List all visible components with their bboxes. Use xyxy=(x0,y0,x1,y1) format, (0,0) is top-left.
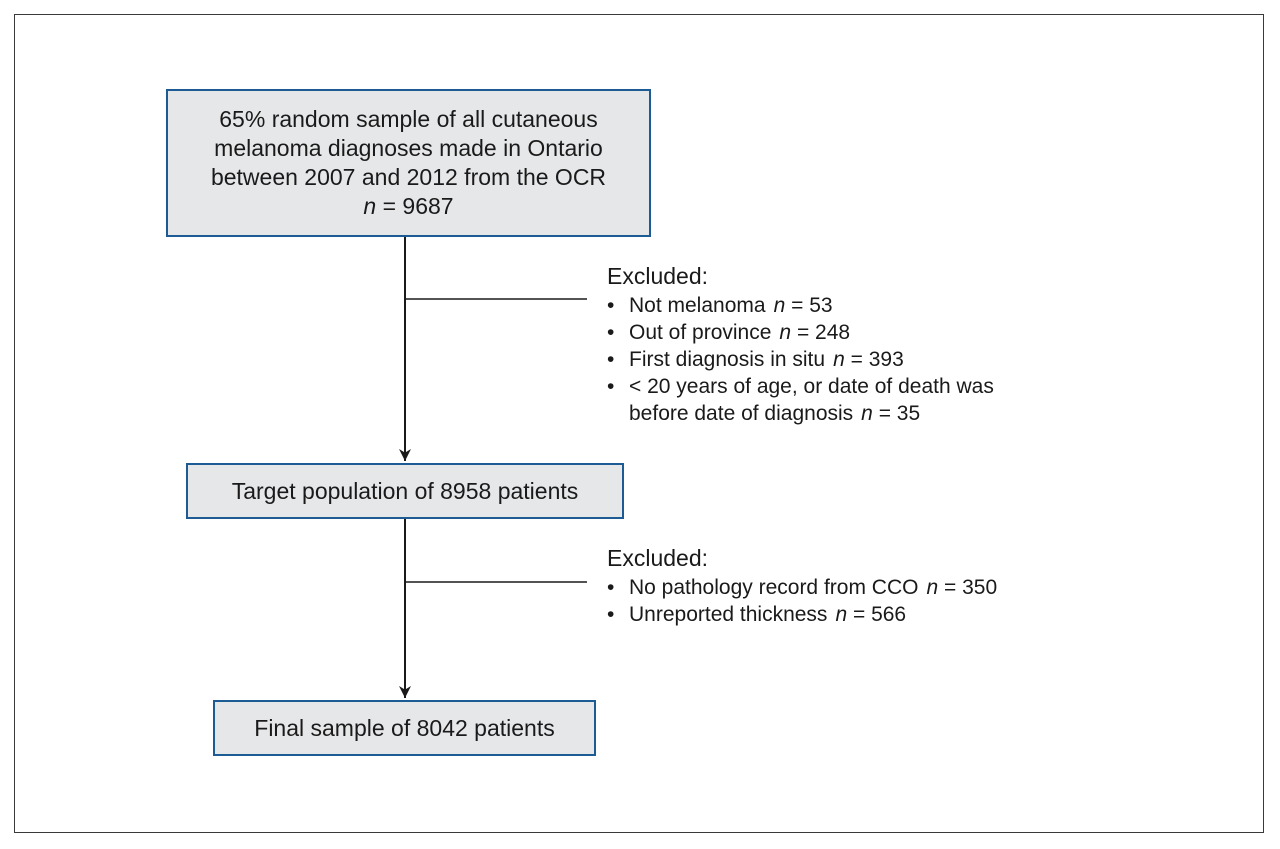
exclusion-item-text: No pathology record from CCO xyxy=(629,576,919,599)
exclusion-item-count: = 393 xyxy=(850,348,904,371)
initial-sample-line-2: melanoma diagnoses made in Ontario xyxy=(214,135,603,161)
n-symbol: n xyxy=(861,402,873,425)
exclusion-block-1: Excluded: Not melanoma n = 53 Out of prov… xyxy=(607,261,994,427)
n-symbol: n xyxy=(773,294,786,317)
n-symbol: n xyxy=(835,603,848,626)
exclusion-title-2: Excluded: xyxy=(607,545,709,571)
exclusion-title-1: Excluded: xyxy=(607,263,709,289)
final-sample-text: Final sample of 8042 patients xyxy=(254,714,555,741)
n-symbol: n xyxy=(926,576,939,599)
exclusion-item-unreported-thickness: Unreported thickness n = 566 xyxy=(607,601,997,628)
figure-frame xyxy=(14,14,1264,833)
initial-sample-count-value: = 9687 xyxy=(382,193,454,219)
exclusion-item-out-of-province: Out of province n = 248 xyxy=(607,319,994,346)
exclusion-item-text-continued: before date of diagnosis xyxy=(629,402,854,425)
exclusion-item-in-situ: First diagnosis in situ n = 393 xyxy=(607,346,994,373)
exclusion-block-2: Excluded: No pathology record from CCO n … xyxy=(607,543,997,628)
exclusion-item-text: Unreported thickness xyxy=(629,603,828,626)
initial-sample-line-3: between 2007 and 2012 from the OCR xyxy=(210,164,607,190)
exclusion-item-count: = 248 xyxy=(796,321,851,344)
exclusion-item-text: First diagnosis in situ xyxy=(629,348,826,371)
exclusion-item-text: Not melanoma xyxy=(629,294,766,317)
target-population-box: Target population of 8958 patients xyxy=(186,463,624,519)
exclusion-item-no-pathology: No pathology record from CCO n = 350 xyxy=(607,574,997,601)
n-symbol: n xyxy=(363,193,377,219)
exclusion-item-not-melanoma: Not melanoma n = 53 xyxy=(607,292,994,319)
exclusion-item-count: = 53 xyxy=(791,294,833,317)
exclusion-item-count: = 350 xyxy=(943,576,998,599)
exclusion-item-text: < 20 years of age, or date of death was xyxy=(629,375,994,398)
initial-sample-box: 65% random sample of all cutaneous melan… xyxy=(166,89,651,237)
final-sample-box: Final sample of 8042 patients xyxy=(213,700,596,756)
exclusion-item-age-or-death: < 20 years of age, or date of death was b… xyxy=(607,373,994,427)
initial-sample-line-1: 65% random sample of all cutaneous xyxy=(219,106,598,132)
target-population-text: Target population of 8958 patients xyxy=(231,477,579,504)
n-symbol: n xyxy=(779,321,792,344)
exclusion-item-count: = 35 xyxy=(878,402,921,425)
exclusion-list-2: No pathology record from CCO n = 350 Unre… xyxy=(607,574,997,628)
initial-sample-count: n = 9687 xyxy=(363,192,453,221)
exclusion-item-text: Out of province xyxy=(629,321,772,344)
n-symbol: n xyxy=(833,348,845,371)
exclusion-item-count: = 566 xyxy=(852,603,907,626)
